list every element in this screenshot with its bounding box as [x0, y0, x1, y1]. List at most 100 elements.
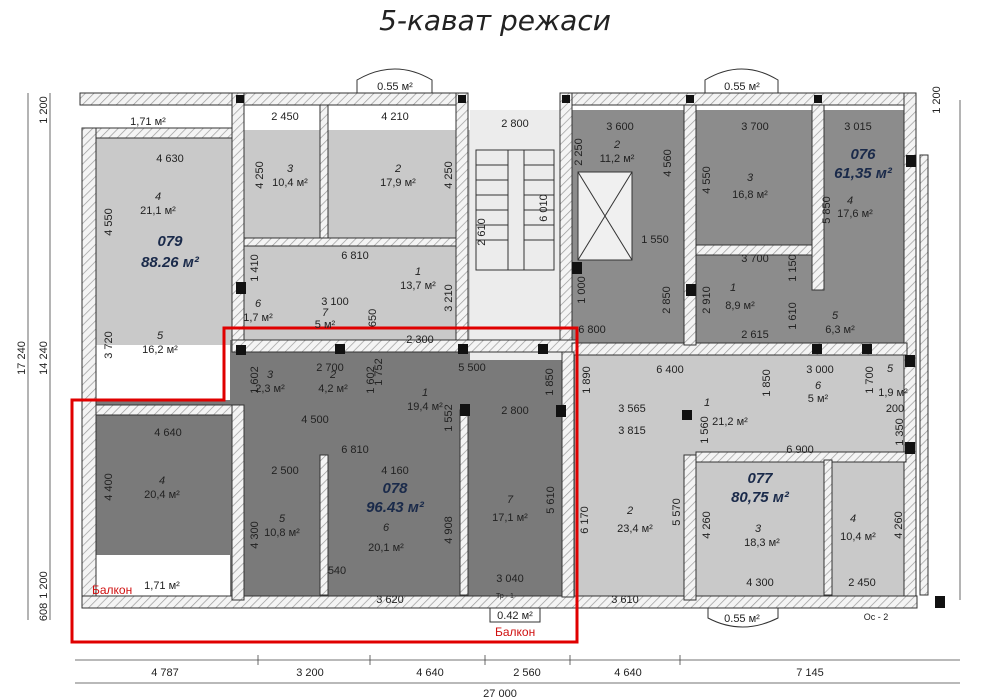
- dim: 1 700: [864, 366, 876, 394]
- bay-windows: [356, 68, 779, 628]
- room-number: 1: [422, 387, 428, 399]
- room-number: 6: [255, 298, 262, 310]
- room-area: 17,1 м²: [492, 512, 528, 524]
- room-number: 2: [613, 139, 620, 151]
- room-area: 19,4 м²: [407, 401, 443, 413]
- dim: 4 787: [151, 667, 179, 679]
- room-area: 16,8 м²: [732, 189, 768, 201]
- dim: 3 815: [618, 425, 646, 437]
- dim: 3 210: [443, 284, 455, 312]
- dim: 2 450: [271, 111, 299, 123]
- room-number: 6: [383, 522, 390, 534]
- apartment-079-id: 079: [157, 233, 183, 250]
- apartment-076-id: 076: [850, 146, 876, 163]
- apartment-079-area: 88.26 м²: [141, 254, 200, 271]
- room-number: 2: [394, 163, 401, 175]
- room-number: 2: [626, 505, 633, 517]
- dim: 6 810: [341, 444, 369, 456]
- room-number: 5: [887, 363, 894, 375]
- dim: 1 552: [443, 404, 455, 432]
- dim: 4 300: [249, 521, 261, 549]
- dim: 6 800: [578, 324, 606, 336]
- dim: 1 410: [249, 254, 261, 282]
- dim: 1 890: [581, 366, 593, 394]
- bay-area-bottom-right: 0.55 м²: [724, 613, 760, 625]
- apartment-077-id: 077: [747, 470, 773, 487]
- bay-area-top-right: 0.55 м²: [724, 81, 760, 93]
- dim: 1 200: [38, 571, 50, 599]
- dim: 4 560: [662, 149, 674, 177]
- room-area: 2,3 м²: [255, 383, 285, 395]
- dim: 4 210: [381, 111, 409, 123]
- room-area: 23,4 м²: [617, 523, 653, 535]
- dim: 2 910: [701, 286, 713, 314]
- room-number: 5: [157, 330, 164, 342]
- dim: 4 250: [443, 161, 455, 189]
- room-number: 4: [847, 195, 853, 207]
- room-number: 4: [159, 475, 165, 487]
- dim: 4 250: [254, 161, 266, 189]
- room-number: 2: [329, 369, 336, 381]
- room-area: 5 м²: [315, 319, 336, 331]
- apartment-078-id: 078: [382, 480, 408, 497]
- dim: 4 260: [701, 511, 713, 539]
- dim: 2 615: [741, 329, 769, 341]
- room-number: 5: [279, 513, 286, 525]
- dim: 540: [328, 565, 346, 577]
- balcony-label-bottom: Балкон: [495, 625, 535, 639]
- dim: 6 900: [786, 444, 814, 456]
- balcony-label-left: Балкон: [92, 583, 132, 597]
- bottom-dimension-labels: 4 787 3 200 4 640 2 560 4 640 7 145 27 0…: [151, 667, 824, 700]
- loggia-bottom-area: 1,71 м²: [144, 580, 180, 592]
- dim: 4 640: [154, 427, 182, 439]
- dim: 2 450: [848, 577, 876, 589]
- dim: 4 260: [893, 511, 905, 539]
- room-number: 4: [155, 191, 161, 203]
- axis-label-tp: Тр - 1: [496, 593, 514, 600]
- dim: 3 015: [844, 121, 872, 133]
- room-number: 3: [755, 523, 762, 535]
- dim: 1 850: [544, 368, 556, 396]
- dim: 2 800: [501, 118, 529, 130]
- dim: 4 550: [103, 208, 115, 236]
- dimension-labels: 2 450 4 210 2 800 3 600 3 700 3 015 4 63…: [103, 86, 943, 606]
- dim: 1 560: [699, 416, 711, 444]
- room-area: 10,8 м²: [264, 527, 300, 539]
- dim: 2 300: [406, 334, 434, 346]
- room-number: 1: [415, 266, 421, 278]
- dim: 6 170: [579, 506, 591, 534]
- dim: 2 250: [573, 138, 585, 166]
- dim: 3 200: [296, 667, 324, 679]
- room-area: 10,4 м²: [272, 177, 308, 189]
- dim: 1 850: [761, 369, 773, 397]
- room-area: 20,4 м²: [144, 489, 180, 501]
- room-area: 5 м²: [808, 393, 829, 405]
- dim: 4 908: [443, 516, 455, 544]
- dim: 1 000: [576, 276, 588, 304]
- outer-walls: [79, 92, 929, 609]
- room-area: 8,9 м²: [725, 300, 755, 312]
- dim: 1 350: [894, 418, 906, 446]
- room-number: 5: [832, 310, 839, 322]
- dim: 1 752: [373, 358, 385, 386]
- bay-area-top-left: 0.55 м²: [377, 81, 413, 93]
- dim: 2 560: [513, 667, 541, 679]
- room-number: 7: [507, 494, 514, 506]
- room-area: 20,1 м²: [368, 542, 404, 554]
- dim: 5 850: [821, 196, 833, 224]
- dim-total: 27 000: [483, 688, 517, 700]
- dim: 1 150: [787, 254, 799, 282]
- room-number: 3: [747, 172, 754, 184]
- dim: 3 565: [618, 403, 646, 415]
- dim: 4 640: [416, 667, 444, 679]
- dim: 3 620: [376, 594, 404, 606]
- dim: 1 602: [365, 366, 377, 394]
- dim: 6 010: [538, 194, 550, 222]
- dim: 4 500: [301, 414, 329, 426]
- dim: 3 040: [496, 573, 524, 585]
- dim: 5 500: [458, 362, 486, 374]
- dim: 3 610: [611, 594, 639, 606]
- dim: 5 570: [671, 498, 683, 526]
- dim: 14 240: [38, 341, 50, 375]
- room-number: 1: [704, 397, 710, 409]
